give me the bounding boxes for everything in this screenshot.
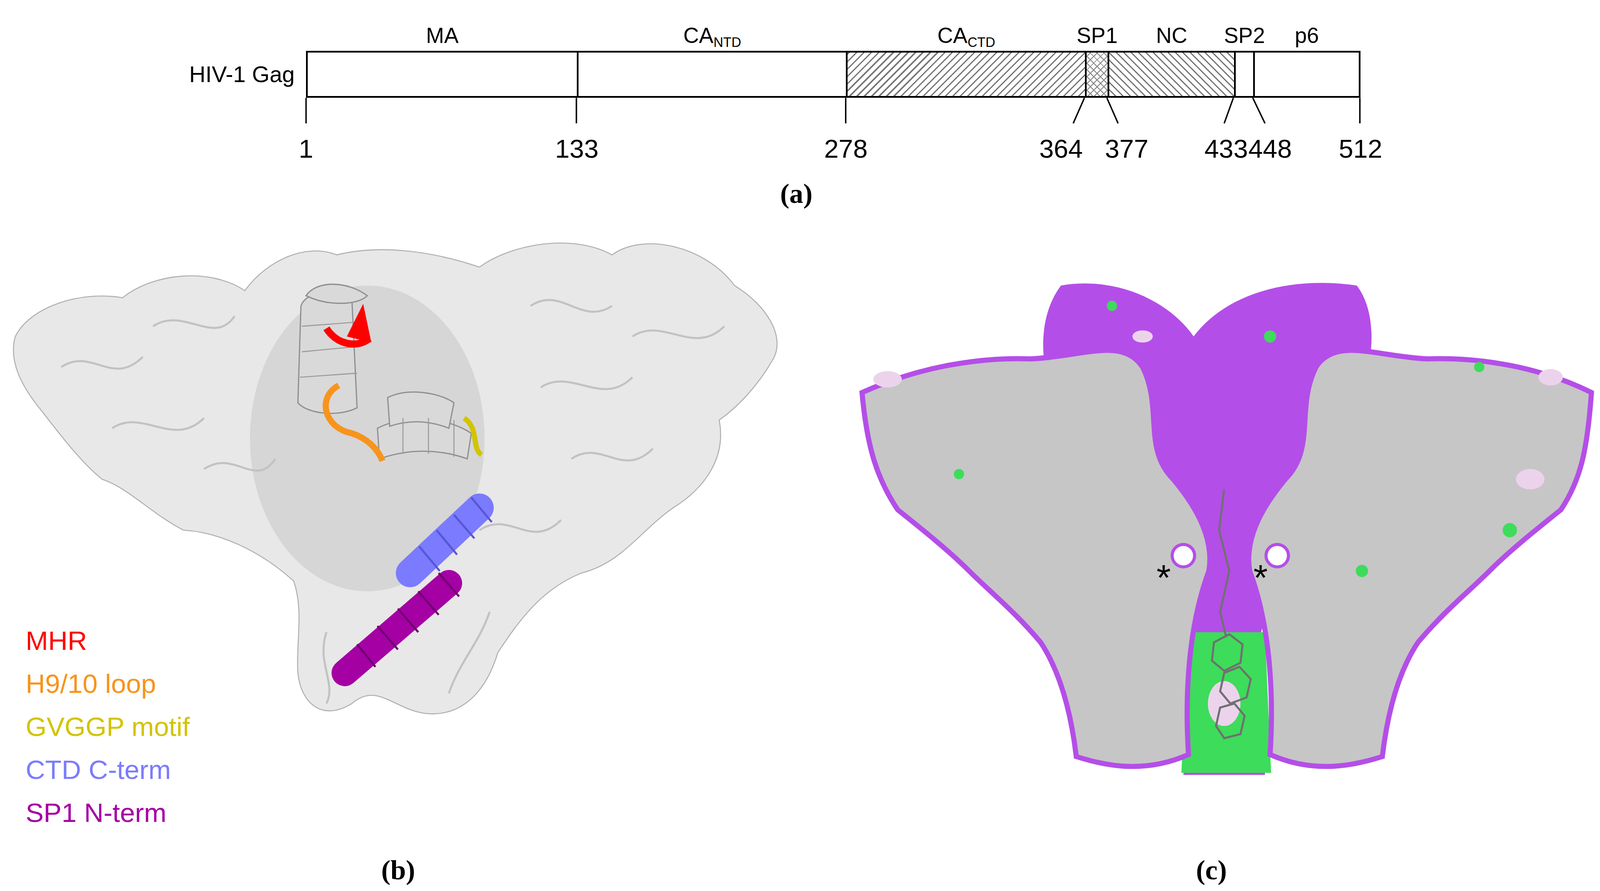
panel-letter: (b) <box>381 854 416 887</box>
domain-label: SP1 <box>1076 23 1118 49</box>
domain-label: NC <box>1155 23 1188 49</box>
legend-row: CTD C-term <box>25 754 171 786</box>
label-text: (c) <box>1195 854 1227 886</box>
domain-label: CACTD <box>937 23 995 49</box>
legend-color-text: MHR <box>25 625 87 656</box>
domain-name: SP1 <box>1076 23 1118 48</box>
label-text: 133 <box>555 134 599 164</box>
domain-name: MA <box>425 23 459 48</box>
legend-text: H9/10 loop <box>25 668 157 699</box>
domain-name: NC <box>1155 23 1188 48</box>
legend-row: H9/10 loop <box>25 668 157 700</box>
residue-number: 433 <box>1204 133 1248 164</box>
gag-bar: MACANTDCACTDSP1NCSP2p6HIV-1 Gag <box>306 50 1361 98</box>
domain-name: SP2 <box>1224 23 1266 48</box>
domain-name: CA <box>683 23 714 48</box>
domain-label: CANTD <box>683 23 742 49</box>
label-text: 1 <box>298 134 313 164</box>
legend-row: SP1 N-term <box>25 797 167 829</box>
panel-letter: (c) <box>1195 854 1227 887</box>
domain-label: MA <box>425 23 459 49</box>
domain-label: SP2 <box>1224 23 1266 49</box>
legend-color-text: GVGGP motif <box>25 711 190 742</box>
legend-row: MHR <box>25 625 87 657</box>
label-text: (b) <box>381 854 416 886</box>
residue-number: 133 <box>555 133 599 164</box>
domain-box: SP1 <box>1084 50 1110 98</box>
legend-text: MHR <box>25 625 87 656</box>
residue-number: 512 <box>1338 133 1383 164</box>
legend-text: SP1 N-term <box>25 798 167 829</box>
domain-name: HIV-1 Gag <box>189 61 295 87</box>
asterisk-mark: * <box>1156 557 1171 600</box>
label-text: 377 <box>1104 134 1149 164</box>
label-text: 512 <box>1338 134 1383 164</box>
surface-cross-section <box>861 282 1592 776</box>
residue-ticks <box>306 97 1360 124</box>
legend-color-text: CTD C-term <box>25 755 171 786</box>
domain-name: p6 <box>1294 23 1320 48</box>
domain-subscript: NTD <box>713 34 742 50</box>
legend-text: CTD C-term <box>25 755 171 786</box>
domain-label: p6 <box>1294 23 1320 49</box>
legend-color-text: SP1 N-term <box>25 798 167 829</box>
residue-number: 1 <box>298 133 313 164</box>
panel-letter: (a) <box>780 177 813 210</box>
label-text: 364 <box>1039 134 1083 164</box>
domain-box: NC <box>1107 50 1236 98</box>
capsid-surface <box>13 242 778 715</box>
domain-box: SP2 <box>1234 50 1255 98</box>
residue-number: 364 <box>1039 133 1083 164</box>
residue-number: 377 <box>1104 133 1149 164</box>
label-text: * <box>1156 557 1171 599</box>
label-text: 448 <box>1248 134 1292 164</box>
label-text: 433 <box>1204 134 1248 164</box>
legend-row: GVGGP motif <box>25 711 190 743</box>
domain-box: MA <box>306 50 579 98</box>
domain-box: CACTD <box>845 50 1087 98</box>
label-text: * <box>1253 557 1268 599</box>
residue-number: 278 <box>824 133 868 164</box>
protein-name: HIV-1 Gag <box>189 61 295 88</box>
domain-box: CANTD <box>576 50 848 98</box>
residue-number: 448 <box>1248 133 1292 164</box>
asterisk-mark: * <box>1253 557 1268 600</box>
domain-name: CA <box>937 23 968 48</box>
legend-color-text: H9/10 loop <box>25 668 157 699</box>
legend-text: GVGGP motif <box>25 711 190 742</box>
label-text: 278 <box>824 134 868 164</box>
domain-subscript: CTD <box>967 34 996 50</box>
label-text: (a) <box>780 178 813 210</box>
domain-box: p6 <box>1253 50 1361 98</box>
